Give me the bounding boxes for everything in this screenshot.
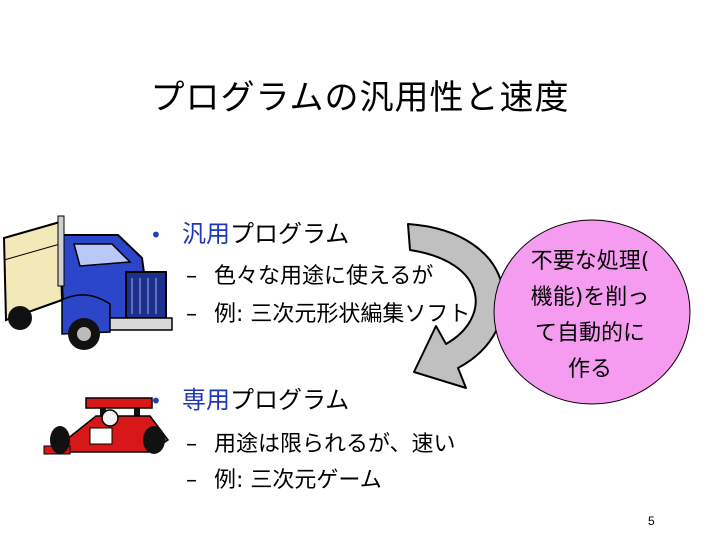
sub-bullet-text: 例: 三次元形状編集ソフト [214, 302, 471, 327]
bullet-special-program: • 専用プログラム [150, 380, 349, 415]
callout-line: 機能)を削っ [530, 285, 650, 310]
sub-bullet: –例: 三次元ゲーム [186, 462, 382, 494]
bullet-dot-icon: • [150, 389, 162, 413]
dash-icon: – [186, 302, 197, 327]
callout-line: 不要な処理( [530, 249, 650, 274]
dash-icon: – [186, 468, 197, 493]
page-number: 5 [648, 514, 655, 528]
callout-line: て自動的に [534, 321, 645, 346]
bullet-dot-icon: • [150, 223, 162, 247]
bullet-general-program: • 汎用プログラム [150, 214, 349, 249]
bullet-text: プログラム [230, 386, 350, 414]
bullet-text: プログラム [230, 220, 350, 248]
dash-icon: – [186, 432, 197, 457]
callout-bubble [493, 219, 691, 405]
truck-icon [2, 215, 173, 350]
sub-bullet-text: 例: 三次元ゲーム [214, 468, 382, 493]
dash-icon: – [186, 264, 197, 289]
sub-bullet: –例: 三次元形状編集ソフト [186, 296, 470, 328]
callout-line: 作る [567, 357, 612, 382]
slide-title: プログラムの汎用性と速度 [150, 78, 570, 118]
bullet-keyword: 専用 [182, 386, 230, 414]
curved-arrow-icon [407, 223, 505, 389]
sub-bullet: –用途は限られるが、速い [186, 426, 456, 458]
race-car-icon [43, 397, 170, 455]
sub-bullet-text: 色々な用途に使えるが [214, 264, 434, 289]
callout-text: 不要な処理( 機能)を削っ て自動的に 作る [500, 244, 680, 388]
sub-bullet-text: 用途は限られるが、速い [214, 432, 456, 457]
bullet-keyword: 汎用 [182, 220, 230, 248]
sub-bullet: –色々な用途に使えるが [186, 258, 433, 290]
